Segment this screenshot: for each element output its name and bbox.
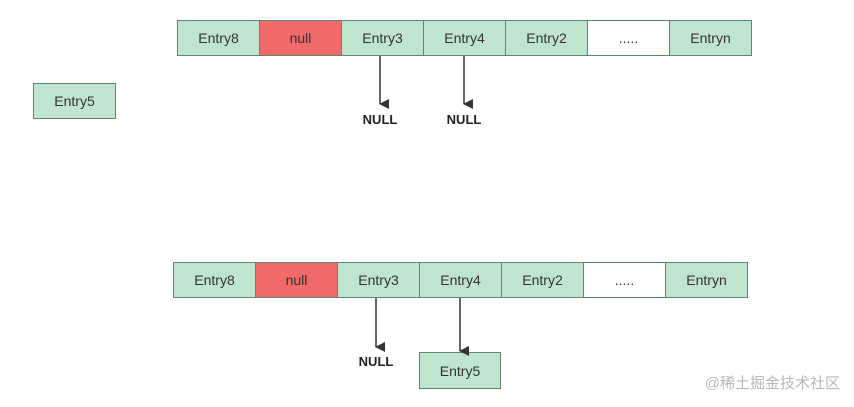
top-bucket-3: Entry4 xyxy=(423,20,506,56)
top-bucket-4: Entry2 xyxy=(505,20,588,56)
top-null-label-entry4: NULL xyxy=(446,112,482,127)
top-bucket-1: null xyxy=(259,20,342,56)
bottom-bucket-5: ..... xyxy=(583,262,666,298)
top-bucket-array: Entry8 null Entry3 Entry4 Entry2 ..... E… xyxy=(177,20,752,56)
bottom-bucket-1: null xyxy=(255,262,338,298)
top-bucket-2: Entry3 xyxy=(341,20,424,56)
bottom-bucket-0: Entry8 xyxy=(173,262,256,298)
bottom-bucket-4: Entry2 xyxy=(501,262,584,298)
top-bucket-6: Entryn xyxy=(669,20,752,56)
watermark-text: @稀土掘金技术社区 xyxy=(704,375,840,392)
bottom-bucket-2: Entry3 xyxy=(337,262,420,298)
bottom-bucket-array: Entry8 null Entry3 Entry4 Entry2 ..... E… xyxy=(173,262,748,298)
top-null-label-entry3: NULL xyxy=(362,112,398,127)
top-bucket-0: Entry8 xyxy=(177,20,260,56)
loose-entry-box: Entry5 xyxy=(33,83,116,119)
bottom-null-label-entry3: NULL xyxy=(358,354,394,369)
bottom-bucket-3: Entry4 xyxy=(419,262,502,298)
bottom-bucket-6: Entryn xyxy=(665,262,748,298)
